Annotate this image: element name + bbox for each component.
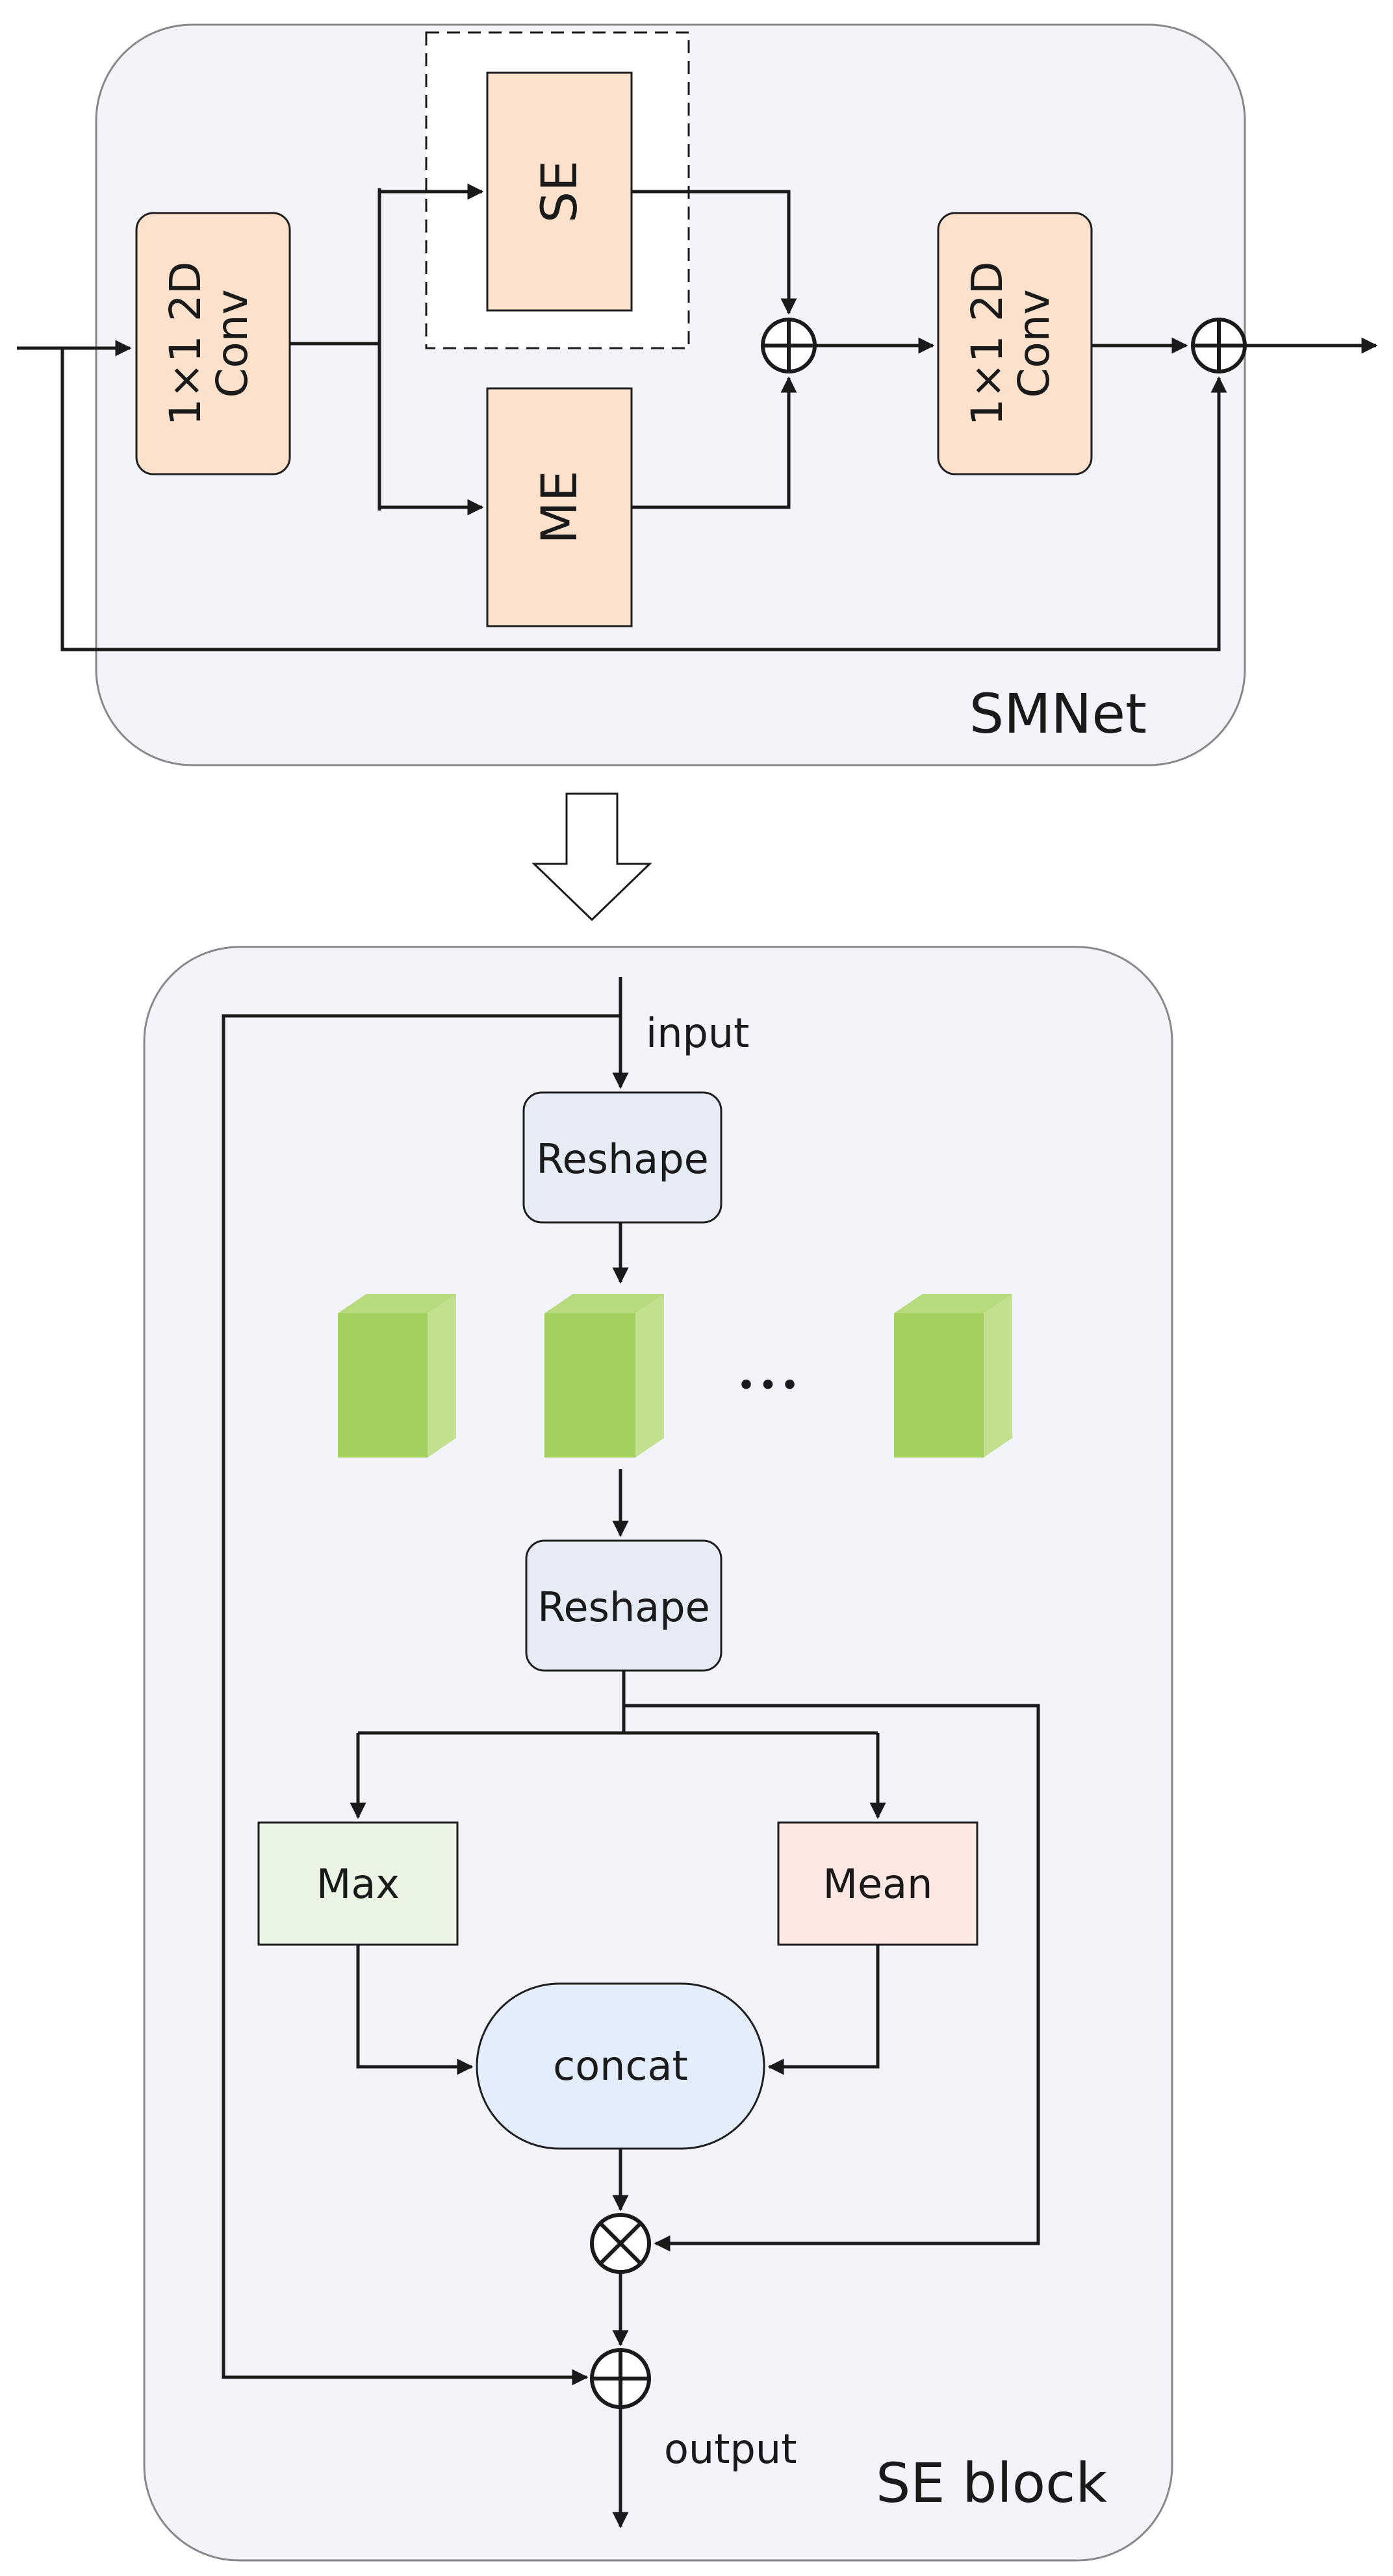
smnet-title: SMNet: [969, 682, 1147, 746]
se-label: SE: [530, 160, 588, 223]
smnet-connections: [17, 183, 1378, 651]
output-label: output: [664, 2425, 797, 2473]
arrow-mean-to-concat: [767, 1945, 880, 2075]
reshape-block-2: Reshape: [525, 1539, 722, 1672]
smnet-panel: SMNet 1×1 2D Conv SE ME: [17, 23, 1378, 766]
max-label: Max: [316, 1860, 400, 1908]
conv-in-label-1: 1×1 2D: [160, 261, 211, 425]
ellipsis-label: •••: [737, 1367, 802, 1404]
max-block: Max: [257, 1821, 459, 1946]
mean-block: Mean: [777, 1821, 978, 1946]
feature-cube-2: [544, 1294, 664, 1458]
input-label: input: [646, 1009, 749, 1057]
smnet-background: [95, 23, 1246, 766]
arrow-input-skip: [222, 1014, 620, 2386]
sum-operator-1: [761, 318, 817, 373]
arrow-identity-to-multiply: [624, 1704, 1040, 2252]
feature-cube-3: [894, 1294, 1012, 1458]
me-label: ME: [530, 470, 588, 544]
concat-label: concat: [553, 2042, 688, 2090]
sum-operator-3: [590, 2348, 651, 2409]
mean-box: [777, 1821, 978, 1946]
arrow-me-to-sum: [632, 376, 797, 509]
mean-label: Mean: [823, 1860, 933, 1908]
me-module-block: ME: [486, 387, 633, 627]
reshape-label-1: Reshape: [536, 1135, 709, 1183]
multiply-operator: [590, 2213, 651, 2274]
arrow-residual-skip: [60, 348, 1227, 651]
expand-down-arrow: [531, 792, 652, 922]
conv-in-block: 1×1 2D Conv: [135, 212, 291, 475]
conv-out-label-1: 1×1 2D: [962, 261, 1012, 425]
concat-block: concat: [476, 1982, 765, 2150]
arrow-max-to-concat: [356, 1945, 474, 2075]
se-block-connections: [222, 977, 1040, 2529]
conv-out-label-2: Conv: [1009, 289, 1059, 398]
conv-out-box: [937, 212, 1093, 475]
conv-in-label-2: Conv: [207, 289, 257, 398]
feature-cube-1: [338, 1294, 456, 1458]
arrow-se-to-sum: [632, 190, 797, 315]
reshape-box-1: [522, 1091, 722, 1224]
se-module-block: SE: [486, 71, 633, 312]
reshape-label-2: Reshape: [537, 1584, 710, 1631]
reshape-block-1: Reshape: [522, 1091, 722, 1224]
se-block-title: SE block: [876, 2451, 1107, 2515]
max-box: [257, 1821, 459, 1946]
sum-operator-2: [1191, 318, 1247, 373]
conv-out-block: 1×1 2D Conv: [937, 212, 1093, 475]
se-block-panel: SE block input Reshape ••• Reshape: [143, 946, 1173, 2562]
